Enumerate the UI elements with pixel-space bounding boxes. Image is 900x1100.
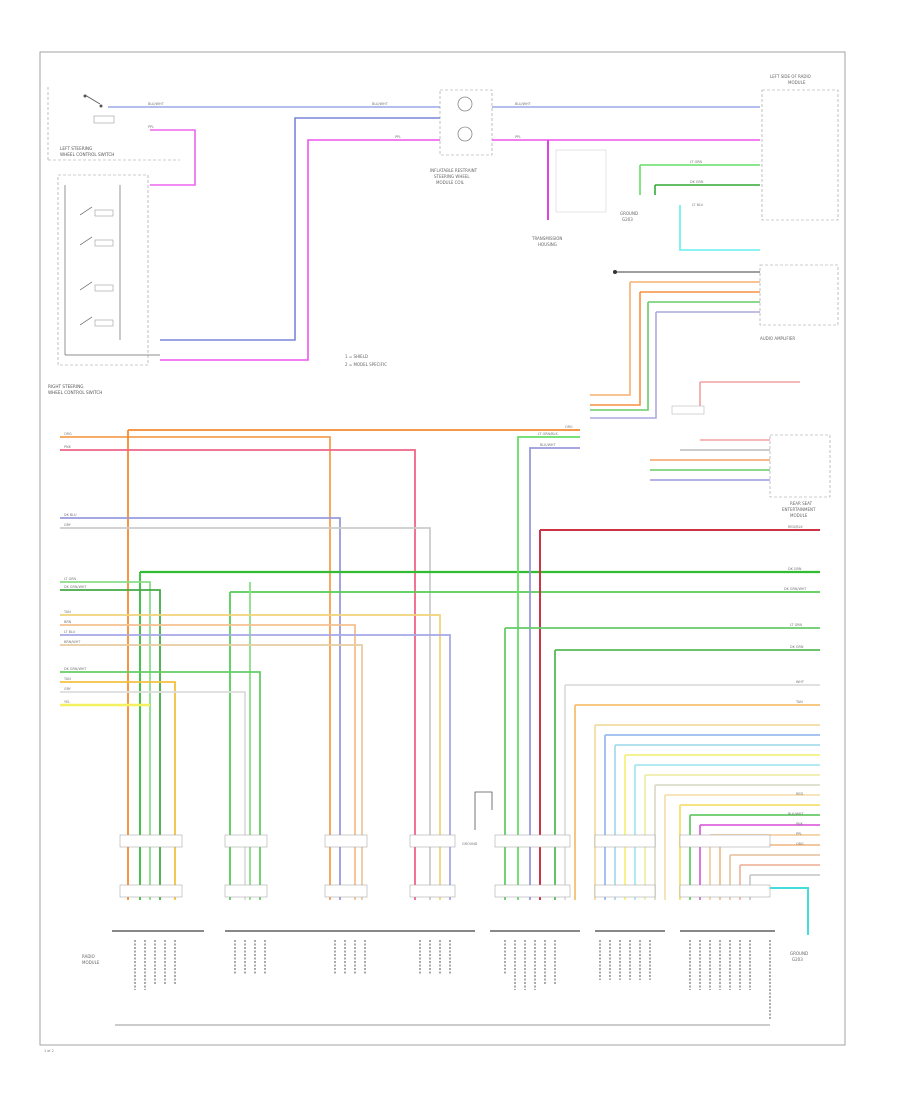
wire-label-ltblu: LT BLU xyxy=(692,203,704,207)
wire-label-dkblu: DK BLU xyxy=(64,513,77,517)
wire-label-wht: WHT xyxy=(796,680,805,684)
ground-g203-label-2: G203 xyxy=(622,217,633,222)
wire-label-org-3: ORG xyxy=(796,842,804,846)
wire-label-ppl-4: PPL xyxy=(796,832,802,836)
wire-label-dkgrn: DK GRN xyxy=(690,180,704,184)
wire-label-brn: BRN xyxy=(64,620,72,624)
left-steering-switch: LEFT STEERING WHEEL CONTROL SWITCH xyxy=(47,87,180,161)
wire-label-ltgrnblk: LT GRN/BLK xyxy=(538,432,558,436)
wire-label-tan-1: TAN xyxy=(63,610,71,614)
wire-label-ppl-1: PPL xyxy=(148,125,154,129)
wire-label-dkgrn-2: DK GRN xyxy=(788,567,802,571)
wire-label-yel: YEL xyxy=(64,700,70,704)
wire-label-org-1: ORG xyxy=(64,432,72,436)
rear-module-label-1: REAR SEAT xyxy=(790,501,813,506)
wire-label-blkwht-1: BLK/WHT xyxy=(540,443,556,447)
clockspring-label-2: STEERING WHEEL xyxy=(434,174,470,179)
ground-g203-bottom-1: GROUND xyxy=(790,951,808,956)
center-ground-label: GROUND xyxy=(462,842,478,846)
wire-label-bluwht-3: BLU/WHT xyxy=(515,102,532,106)
rear-module-label-2: ENTERTAINMENT xyxy=(782,507,816,512)
wire-label-blkwht-2: BLK/WHT xyxy=(788,812,804,816)
center-ground: GROUND xyxy=(462,791,493,846)
left-switch-label-2: WHEEL CONTROL SWITCH xyxy=(60,152,114,157)
wire-label-dkgrnwht-3: DK GRN/WHT xyxy=(784,587,807,591)
wire-label-gry-2: GRY xyxy=(64,687,72,691)
clockspring-label-3: MODULE COIL xyxy=(436,180,465,185)
audio-amp-label: AUDIO AMPLIFIER xyxy=(760,336,795,341)
wire-label-ppl-2: PPL xyxy=(395,135,401,139)
rear-seat-module: REAR SEAT ENTERTAINMENT MODULE xyxy=(650,381,831,518)
wire-label-org-2: ORG xyxy=(565,425,573,429)
radio-top-label-2: MODULE xyxy=(788,80,806,85)
page-reference: 1 of 2 xyxy=(44,1049,54,1053)
diagram-border xyxy=(39,51,846,1046)
rear-module-label-3: MODULE xyxy=(790,513,808,518)
wire-label-bluwht-2: BLU/WHT xyxy=(372,102,389,106)
transmission-label-1: TRANSMISSION xyxy=(531,236,562,241)
harness-wires xyxy=(60,429,820,935)
wire-label-redblk: RED/BLK xyxy=(788,525,803,529)
ground-g203-label-1: GROUND xyxy=(620,211,638,216)
ground-g203-wires xyxy=(639,164,760,251)
audio-amplifier: AUDIO AMPLIFIER xyxy=(590,264,839,419)
transmission: TRANSMISSION HOUSING xyxy=(531,149,607,247)
radio-bottom-label-2: MODULE xyxy=(82,960,100,965)
wire-label-ltblu-2: LT BLU xyxy=(64,630,76,634)
wire-label-gry-1: GRY xyxy=(64,523,72,527)
wire-label-bluwht-1: BLU/WHT xyxy=(148,102,165,106)
wire-label-pnk-1: PNK xyxy=(64,445,72,449)
wire-label-ltgrn: LT GRN xyxy=(690,160,703,164)
radio-module-top: LEFT SIDE OF RADIO MODULE xyxy=(761,74,839,221)
wire-label-tan-2: TAN xyxy=(63,677,71,681)
wire-label-brnwht: BRN/WHT xyxy=(64,640,81,644)
pin-row xyxy=(112,930,775,932)
note-2: 2 = MODEL SPECIFIC xyxy=(345,362,387,367)
wire-label-pnk-2: PNK xyxy=(796,822,804,826)
transmission-label-2: HOUSING xyxy=(538,242,557,247)
wire-label-dkgrn-3: DK GRN xyxy=(790,645,804,649)
wire-label-ltgrn-2: LT GRN xyxy=(64,577,77,581)
connector-blocks xyxy=(119,834,771,898)
clockspring: INFLATABLE RESTRAINT STEERING WHEEL MODU… xyxy=(430,89,493,185)
right-steering-switch: RIGHT STEERING WHEEL CONTROL SWITCH xyxy=(48,174,160,395)
right-switch-label-2: WHEEL CONTROL SWITCH xyxy=(48,390,102,395)
radio-bottom-label-1: RADIO xyxy=(82,954,95,959)
pin-labels xyxy=(134,940,771,1020)
wire-label-ppl-3: PPL xyxy=(515,135,521,139)
right-switch-label-1: RIGHT STEERING xyxy=(48,384,83,389)
clockspring-label-1: INFLATABLE RESTRAINT xyxy=(430,168,478,173)
note-1: 1 = SHIELD xyxy=(345,354,368,359)
wire-label-tan-3: TAN xyxy=(795,700,803,704)
wire-label-ltgrn-3: LT GRN xyxy=(790,623,803,627)
left-switch-label-1: LEFT STEERING xyxy=(60,146,92,151)
notes: 1 = SHIELD 2 = MODEL SPECIFIC xyxy=(345,354,387,367)
wire-label-red: RED xyxy=(796,792,803,796)
radio-top-label-1: LEFT SIDE OF RADIO xyxy=(770,74,811,79)
top-wires xyxy=(108,106,760,361)
wire-label-dkgrnwht-2: DK GRN/WHT xyxy=(64,667,87,671)
wire-label-dkgrnwht: DK GRN/WHT xyxy=(64,585,87,589)
ground-g203-bottom-2: G203 xyxy=(792,957,803,962)
